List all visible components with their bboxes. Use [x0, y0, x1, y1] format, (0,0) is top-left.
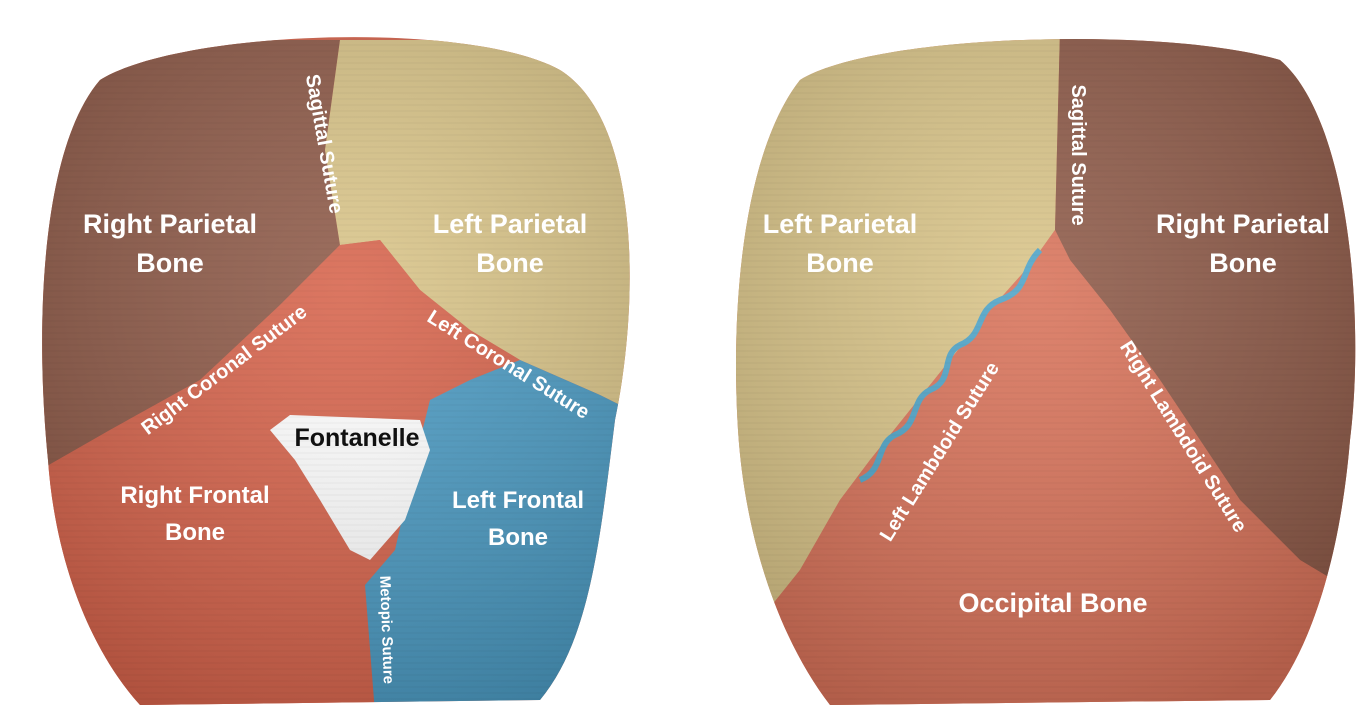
fontanelle-label: Fontanelle	[294, 424, 419, 452]
back-left-parietal-label-line1: Left Parietal	[763, 209, 918, 239]
front-left-parietal-label-line2: Bone	[476, 248, 544, 278]
front-left-parietal-label-line1: Left Parietal	[433, 209, 588, 239]
front-right-frontal-label-line1: Right Frontal	[120, 482, 269, 509]
occipital-bone-label: Occipital Bone	[958, 588, 1147, 618]
front-view	[0, 0, 700, 713]
front-right-frontal-label-line2: Bone	[165, 519, 225, 546]
back-right-parietal-label-line2: Bone	[1209, 248, 1277, 278]
front-right-parietal-label-line2: Bone	[136, 248, 204, 278]
front-right-parietal-label-line1: Right Parietal	[83, 209, 257, 239]
front-left-frontal-label-line2: Bone	[488, 524, 548, 551]
front-left-frontal-label-line1: Left Frontal	[452, 487, 584, 514]
back-right-parietal-label-line1: Right Parietal	[1156, 209, 1330, 239]
back-left-parietal-label-line2: Bone	[806, 248, 874, 278]
front-shading	[0, 0, 700, 713]
back-sagittal-suture-label: Sagittal Suture	[1067, 84, 1089, 225]
